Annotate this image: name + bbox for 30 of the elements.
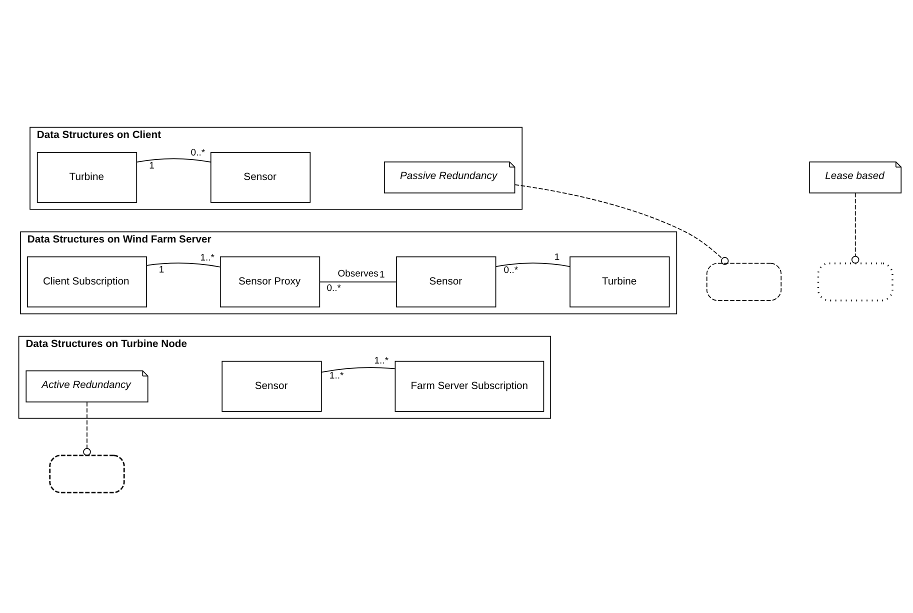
label: 0..* (504, 265, 518, 276)
label: 1..* (374, 355, 389, 366)
connector (319, 281, 397, 282)
node-box: Sensor (222, 360, 322, 412)
node-box: Sensor Proxy (220, 256, 320, 308)
node-box (817, 262, 894, 302)
label: 1 (158, 264, 164, 276)
connector (496, 262, 570, 267)
connector (83, 402, 91, 456)
connector (514, 184, 729, 265)
node-box: Sensor (210, 152, 311, 203)
node-box: Turbine (570, 256, 670, 308)
node-box: Sensor (396, 256, 496, 308)
label: 1 (149, 160, 154, 172)
connector (136, 158, 212, 162)
connector (146, 262, 221, 268)
label: 0..* (190, 148, 206, 159)
node-box: Turbine (36, 152, 138, 203)
connector (851, 192, 860, 264)
node-box: Client Subscription (27, 256, 147, 308)
node-box: Farm Server Subscription (394, 360, 544, 412)
label: 1..* (329, 370, 344, 382)
label: 1..* (200, 252, 215, 264)
edge-label: Observes (338, 268, 378, 280)
node-box (49, 454, 125, 494)
node-box (706, 262, 782, 301)
label: 1 (379, 270, 385, 281)
label: 1 (554, 252, 560, 264)
connector (321, 367, 396, 373)
label: 0..* (326, 282, 341, 294)
